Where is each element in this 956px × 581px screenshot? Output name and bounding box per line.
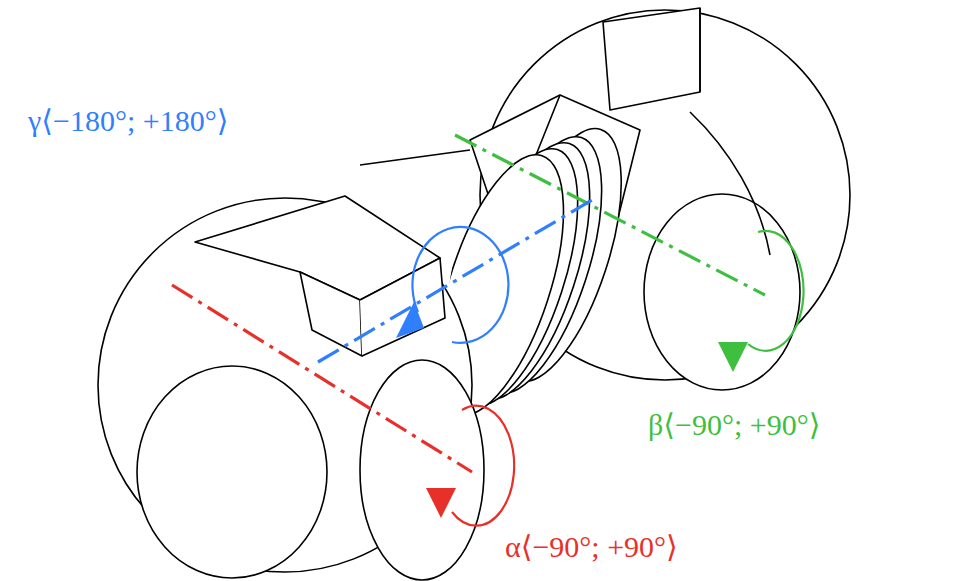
gamma-range-label: γ⟨−180°; +180°⟩: [28, 104, 228, 137]
front-flat: [360, 360, 484, 580]
gamma-rotation: [412, 227, 508, 343]
right-flat: [644, 194, 800, 390]
gamma-arrowhead: [396, 302, 424, 338]
beta-rotation: [748, 231, 804, 351]
alpha-rotation: [452, 406, 514, 526]
alpha-range-label: α⟨−90°; +90°⟩: [505, 530, 678, 563]
alpha-axis: [172, 285, 472, 472]
beta-range-label: β⟨−90°; +90°⟩: [648, 408, 820, 441]
right-flat-edge: [690, 112, 770, 255]
left-slot-side: [300, 272, 362, 356]
slot-edge: [699, 8, 701, 92]
beta-axis: [455, 135, 765, 295]
alpha-arrowhead: [426, 488, 456, 518]
gamma-axis: [318, 197, 597, 362]
left-flat: [137, 366, 327, 578]
right-slot: [603, 8, 700, 110]
left-slot-face: [360, 258, 445, 356]
beta-arrowhead: [718, 342, 748, 372]
